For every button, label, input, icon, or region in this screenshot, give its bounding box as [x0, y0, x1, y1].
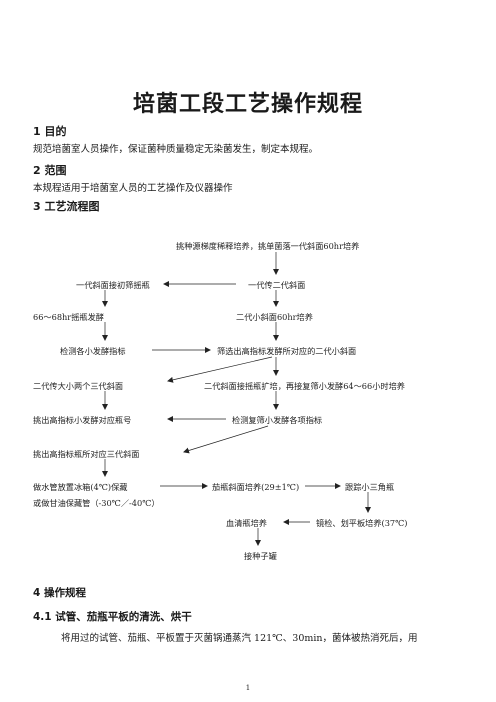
page-number: 1 [245, 684, 251, 692]
flow-node-glycerol-storage: 或做甘油保藏管（-30℃／-40℃） [33, 498, 160, 508]
section-4-1-body: 将用过的试管、茄瓶、平板置于灭菌锅通蒸汽 121℃、30min，菌体被热消死后，… [61, 633, 418, 644]
flow-node-eggplant-slant: 茄瓶斜面培养(29±1℃) [212, 482, 300, 492]
flow-node-second-slant: 一代传二代斜面 [248, 280, 306, 290]
flow-node-serum-bottle: 血清瓶培养 [226, 518, 267, 528]
flow-node-seed-culture: 挑种源梯度稀释培养，挑单菌落一代斜面60hr培养 [176, 241, 360, 251]
flow-node-microscopy: 镜检、划平板培养(37℃) [316, 518, 408, 528]
section-3-heading: 3 工艺流程图 [33, 200, 100, 213]
arrow-to-pick-third-slant [183, 425, 269, 454]
flow-node-first-shake-flask: 一代斜面接初筛摇瓶 [76, 280, 150, 290]
arrow-select-to-third-slant [167, 356, 273, 383]
section-1-body: 规范培菌室人员操作，保证菌种质量稳定无染菌发生，制定本规程。 [33, 144, 319, 155]
flow-node-test-indicators: 检测各小发酵指标 [60, 346, 126, 356]
section-4-heading: 4 操作规程 [33, 587, 86, 599]
flow-node-rescreen-fermentation: 二代斜面接摇瓶扩培，再接复筛小发酵64～66小时培养 [204, 381, 405, 391]
flow-node-track-flask: 跟踪小三角瓶 [345, 482, 395, 492]
flow-node-seed-tank: 接种子罐 [244, 551, 277, 561]
flow-node-shake-fermentation: 66～68hr摇瓶发酵 [33, 312, 104, 322]
flow-node-pick-third-slant: 挑出高指标瓶所对应三代斜面 [33, 449, 140, 459]
section-2-heading: 2 范围 [33, 164, 67, 177]
flow-node-select-high-slant: 筛选出高指标发酵所对应的二代小斜面 [217, 346, 357, 356]
section-1-heading: 1 目的 [33, 125, 67, 138]
flow-node-fridge-storage: 做水管放置冰箱(4℃)保藏 [33, 482, 128, 492]
flow-node-rescreen-indicators: 检测复筛小发酵各项指标 [232, 415, 323, 425]
flow-node-third-slant: 二代传大小两个三代斜面 [33, 381, 124, 391]
flow-node-pick-bottle-number: 挑出高指标小发酵对应瓶号 [33, 415, 132, 425]
flow-node-small-slant-culture: 二代小斜面60hr培养 [236, 312, 313, 322]
page-title: 培菌工段工艺操作规程 [132, 91, 363, 117]
section-4-1-heading: 4.1 试管、茄瓶平板的清洗、烘干 [33, 611, 192, 623]
section-2-body: 本规程适用于培菌室人员的工艺操作及仪器操作 [33, 183, 233, 194]
